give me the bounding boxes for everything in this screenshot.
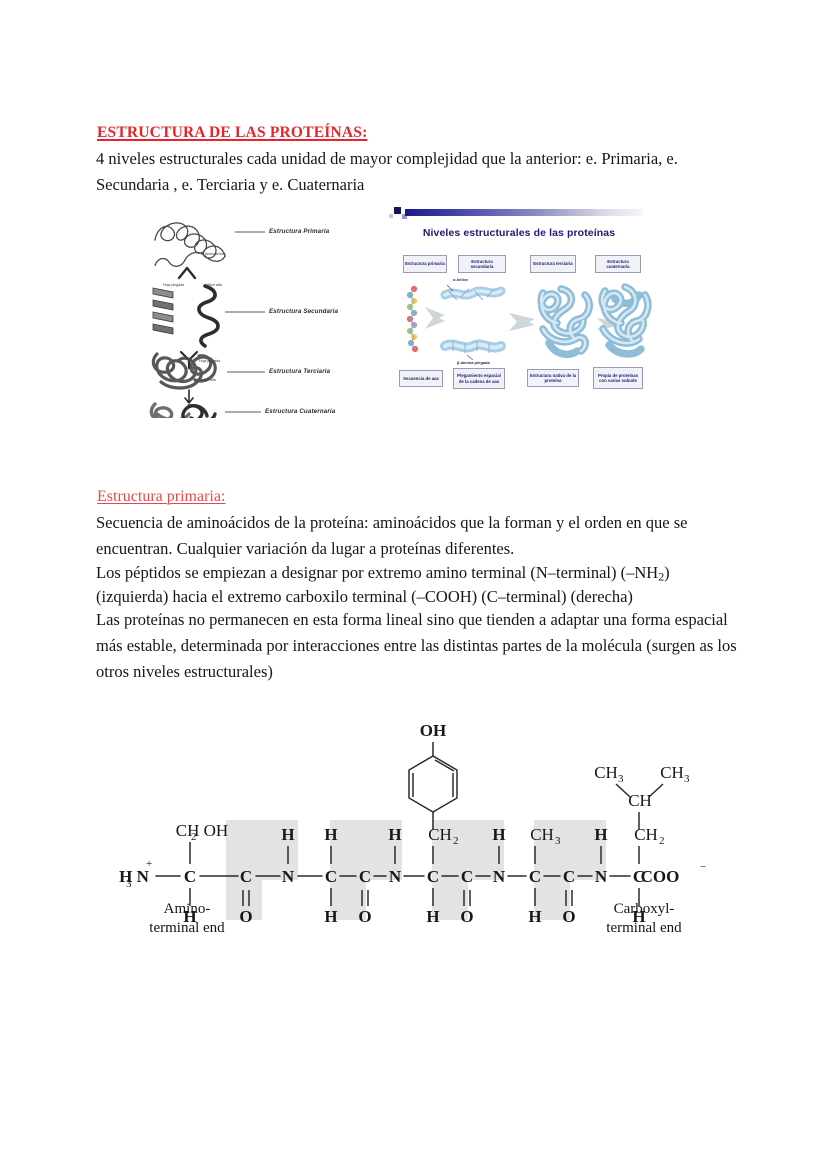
svg-text:N: N (389, 867, 402, 886)
svg-text:3: 3 (126, 878, 132, 890)
svg-text:C: C (461, 867, 473, 886)
slide-label-beta-lamina: β-lámina plegada (457, 360, 490, 365)
body-paragraph-2-text-a: Los péptidos se empiezan a designar por … (96, 563, 659, 582)
peptide-structural-formula: .at{font-family:"Liberation Serif","Deja… (119, 721, 706, 926)
svg-text:H: H (281, 825, 294, 844)
slide-box-terciaria: Estructura terciaria (530, 255, 576, 273)
svg-text:C: C (184, 867, 196, 886)
slide-box-secuencia-aas: Secuencia de aas (399, 370, 443, 387)
svg-text:H: H (426, 907, 439, 926)
slide-decor-square-2 (402, 214, 407, 219)
svg-text:C: C (359, 867, 371, 886)
svg-text:C: C (563, 867, 575, 886)
svg-text:CH OH: CH OH (176, 821, 228, 840)
page-title: ESTRUCTURA DE LAS PROTEÍNAS: (97, 124, 368, 141)
svg-text:C: C (325, 867, 337, 886)
intro-paragraph: 4 niveles estructurales cada unidad de m… (96, 149, 678, 194)
body-paragraph-4: Las proteínas no permanecen en esta form… (96, 610, 737, 681)
section-heading-estructura-primaria: Estructura primaria: (97, 488, 226, 505)
svg-text:CH: CH (594, 763, 618, 782)
svg-text:−: − (700, 861, 706, 873)
svg-text:C: C (427, 867, 439, 886)
figure-levels-annotation-aminoacidos: Aminoácidos (205, 252, 226, 256)
svg-text:2: 2 (659, 835, 665, 847)
slide-decor-square-3 (389, 214, 393, 218)
protein-levels-drawing (149, 222, 265, 418)
svg-text:H: H (324, 907, 337, 926)
slide-protein-illustration (406, 283, 652, 361)
svg-text:N: N (493, 867, 506, 886)
figure-levels-annotation-hoja-plegada-1: Hoja plegada (163, 283, 185, 287)
carboxyl-end-line-2: terminal end (606, 920, 682, 936)
peptide-amino-terminal-label: Amino- terminal end (112, 900, 262, 938)
slide-box-primaria: Estructura primaria (403, 255, 447, 273)
svg-text:CH: CH (628, 791, 652, 810)
svg-text:CH: CH (634, 825, 658, 844)
svg-text:N: N (595, 867, 608, 886)
slide-box-secundaria: Estructura secundaria (458, 255, 506, 273)
figure-levels-caption-quaternary: Estructura Cuaternaria (265, 408, 336, 415)
svg-text:H N: H N (119, 867, 149, 886)
body-paragraph-1: Secuencia de aminoácidos de la proteína:… (96, 513, 688, 558)
svg-text:H: H (594, 825, 607, 844)
svg-text:3: 3 (618, 773, 624, 785)
svg-text:O: O (358, 907, 371, 926)
slide-box-nativa: Estructura nativa de la proteína (527, 369, 579, 387)
figure-levels-caption-secondary: Estructura Secundaria (269, 308, 339, 315)
svg-text:COO: COO (641, 867, 680, 886)
svg-text:C: C (633, 867, 645, 886)
slide-box-subunidades: Propia de proteínas con varias subuds (593, 367, 643, 389)
figure-levels-caption-tertiary: Estructura Terciaria (269, 368, 331, 375)
body-paragraph-2-subscript: 2 (658, 569, 665, 584)
svg-text:3: 3 (555, 835, 561, 847)
svg-text:2: 2 (453, 835, 459, 847)
slide-gradient-bar (405, 209, 643, 216)
figure-slide-niveles: Niveles estructurales de las proteínas E… (383, 203, 655, 395)
svg-text:CH: CH (660, 763, 684, 782)
svg-text:O: O (562, 907, 575, 926)
svg-text:N: N (282, 867, 295, 886)
amino-end-line-1: Amino- (163, 901, 211, 917)
svg-text:2: 2 (191, 831, 197, 843)
peptide-carboxyl-terminal-label: Carboxyl- terminal end (564, 900, 724, 938)
svg-text:O: O (239, 907, 252, 926)
svg-text:+: + (146, 858, 152, 870)
svg-text:H: H (632, 907, 645, 926)
svg-text:OH: OH (420, 721, 446, 740)
figure-peptide-structure: .at{font-family:"Liberation Serif","Deja… (112, 700, 712, 950)
body-paragraph-2: Los péptidos se empiezan a designar por … (96, 560, 744, 590)
figure-protein-levels: Estructura Primaria Estructura Secundari… (143, 206, 363, 418)
slide-box-plegamiento: Plegamiento espacial de la cadena de aas (453, 368, 505, 389)
body-paragraph-3: (izquierda) hacia el extremo carboxilo t… (96, 587, 633, 606)
svg-text:H: H (183, 907, 196, 926)
body-paragraph-2-text-b: ) (664, 563, 670, 582)
svg-text:C: C (240, 867, 252, 886)
svg-text:H: H (528, 907, 541, 926)
svg-text:H: H (492, 825, 505, 844)
slide-label-alpha-helice: α-hélice (453, 277, 469, 282)
svg-text:O: O (460, 907, 473, 926)
svg-text:3: 3 (684, 773, 690, 785)
figure-levels-annotation-hoja-plegada-2: Hoja plegada (199, 359, 221, 363)
slide-box-cuaternaria: Estructura cuaternaria (595, 255, 641, 273)
svg-text:CH: CH (530, 825, 554, 844)
figure-levels-caption-primary: Estructura Primaria (269, 228, 330, 235)
svg-text:H: H (388, 825, 401, 844)
figure-levels-annotation-helice-alfa-1: Hélice alfa (205, 283, 222, 287)
slide-decor-square-1 (394, 207, 401, 214)
svg-text:CH: CH (428, 825, 452, 844)
svg-text:C: C (529, 867, 541, 886)
svg-text:H: H (324, 825, 337, 844)
slide-title: Niveles estructurales de las proteínas (422, 227, 616, 239)
figure-levels-annotation-helice-alfa-2: Hélice alfa (199, 378, 216, 382)
carboxyl-end-line-1: Carboxyl- (613, 901, 675, 917)
amino-end-line-2: terminal end (149, 920, 225, 936)
